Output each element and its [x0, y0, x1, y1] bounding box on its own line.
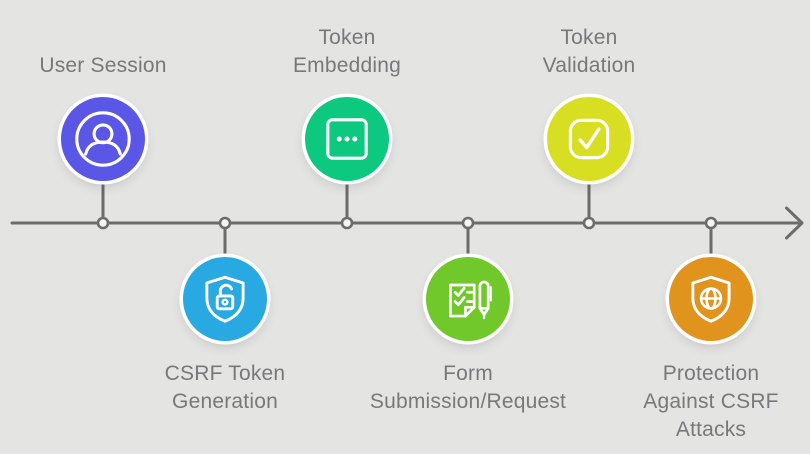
shield-globe-icon — [691, 275, 731, 323]
milestone-circle[interactable] — [61, 97, 145, 181]
milestone-label: Protection Against CSRF Attacks — [643, 362, 779, 441]
milestone-label: Token Validation — [542, 26, 636, 77]
milestone-circle[interactable] — [183, 257, 267, 341]
checkmark-box-icon — [568, 118, 610, 160]
milestone-circle[interactable] — [547, 97, 631, 181]
milestone-label: CSRF Token Generation — [164, 362, 286, 413]
milestone-label: Token Embedding — [292, 26, 402, 77]
milestone-circle[interactable] — [426, 257, 510, 341]
milestone-circle[interactable] — [305, 97, 389, 181]
milestone-label: User Session — [39, 54, 167, 77]
timeline-node — [340, 216, 354, 230]
arrowhead-icon — [785, 206, 804, 240]
milestone-circle[interactable] — [669, 257, 753, 341]
document-pen-icon — [449, 280, 492, 320]
shield-lock-icon — [205, 275, 245, 323]
card-dots-icon — [326, 118, 368, 160]
timeline-node — [582, 216, 596, 230]
timeline-node — [461, 216, 475, 230]
timeline-node — [704, 216, 718, 230]
timeline-node — [96, 216, 110, 230]
user-avatar-icon — [75, 111, 131, 167]
milestone-label: Form Submission/Request — [369, 362, 567, 413]
timeline-node — [218, 216, 232, 230]
